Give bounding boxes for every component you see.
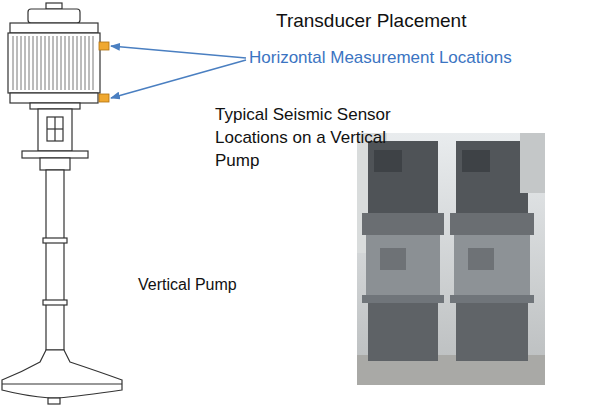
photo-head — [456, 303, 528, 361]
photo-window — [380, 248, 406, 270]
bowl-line — [2, 383, 122, 384]
motor-fin — [77, 36, 78, 90]
motor-fin — [93, 36, 94, 90]
motor-fin — [81, 36, 82, 90]
photo-terminal-box — [374, 150, 402, 172]
motor-fin — [41, 36, 42, 90]
photo-motor-base — [450, 213, 534, 235]
suction-bell — [48, 398, 60, 404]
leader-arrow — [111, 46, 246, 58]
motor-fin — [73, 36, 74, 90]
motor-fins — [13, 36, 93, 90]
pump-drawing — [2, 3, 122, 404]
motor-lower-band — [10, 93, 98, 103]
motor-body — [8, 33, 100, 93]
sensor — [99, 42, 109, 50]
photo-window — [468, 248, 494, 270]
pump-column — [46, 170, 64, 350]
pump-bowl — [2, 350, 122, 398]
motor-fin — [25, 36, 26, 90]
column-joint — [43, 300, 67, 305]
motor-fin — [89, 36, 90, 90]
pump-photo — [357, 133, 545, 385]
coupling-stand — [38, 109, 72, 151]
photo-motor-base — [362, 213, 444, 235]
note-text: Typical Seismic Sensor Locations on a Ve… — [215, 103, 413, 172]
callout-label: Horizontal Measurement Locations — [249, 47, 512, 69]
motor-fin — [85, 36, 86, 90]
column-joint — [43, 238, 67, 243]
leader-arrow — [111, 60, 246, 98]
photo-head — [368, 303, 438, 361]
motor-fin — [69, 36, 70, 90]
coupling-line — [47, 128, 63, 129]
photo-background — [357, 133, 545, 385]
motor-fin — [33, 36, 34, 90]
motor-fin — [17, 36, 18, 90]
photo-motor — [456, 141, 528, 213]
photo-flange — [450, 295, 534, 303]
motor-fin — [53, 36, 54, 90]
photo-stand — [454, 235, 530, 295]
motor-base-flange — [30, 103, 80, 109]
column-head — [40, 158, 70, 170]
motor-top-cap — [28, 9, 80, 23]
motor-fin — [21, 36, 22, 90]
part-label: Vertical Pump — [138, 275, 237, 295]
photo-terminal-box — [462, 150, 490, 172]
motor-fin — [45, 36, 46, 90]
title: Transducer Placement — [276, 10, 466, 32]
motor-upper-band — [10, 23, 98, 33]
motor-fin — [57, 36, 58, 90]
motor-fin — [37, 36, 38, 90]
motor-fin — [13, 36, 14, 90]
sensor — [99, 94, 109, 102]
photo-stand — [366, 235, 440, 295]
motor-fin — [49, 36, 50, 90]
photo-flange — [362, 295, 444, 303]
discharge-flange — [22, 151, 88, 158]
photo-motor — [368, 141, 438, 213]
motor-fin — [61, 36, 62, 90]
motor-top-knob — [46, 3, 62, 9]
motor-fin — [65, 36, 66, 90]
photo-pipe — [520, 133, 545, 193]
motor-fin — [29, 36, 30, 90]
coupling-window — [47, 117, 63, 141]
